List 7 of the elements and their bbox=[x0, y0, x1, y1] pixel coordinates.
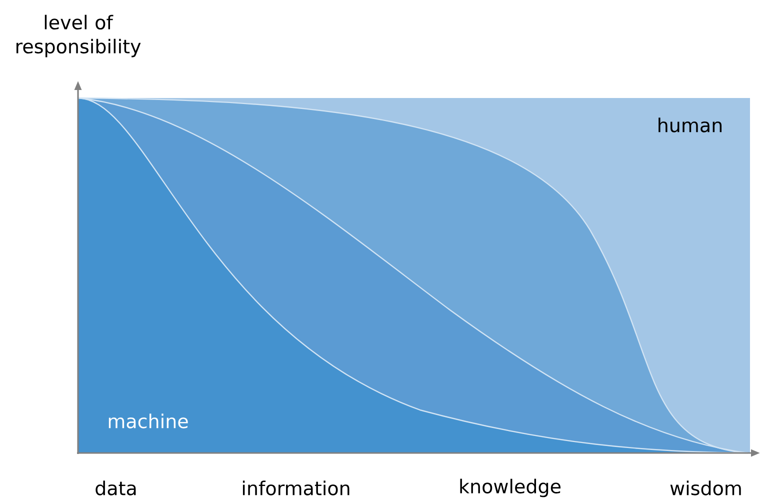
category-label: knowledge bbox=[460, 478, 560, 498]
area-label: machine bbox=[108, 414, 188, 428]
category-label: data bbox=[96, 480, 136, 496]
area-label: human bbox=[658, 118, 722, 132]
axis-label: level of responsibility bbox=[16, 14, 141, 58]
category-label: information bbox=[242, 480, 350, 496]
category-label: wisdom bbox=[670, 480, 741, 496]
